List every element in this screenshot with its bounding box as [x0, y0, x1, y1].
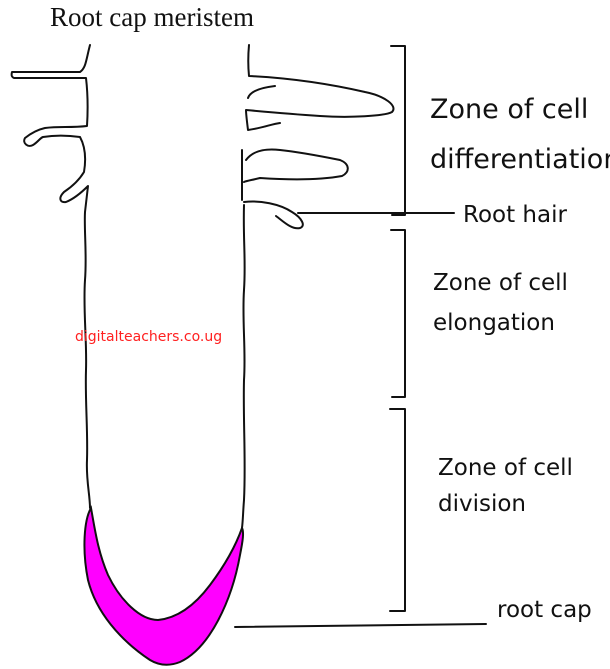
label-zone-differentiation-line1: Zone of cell [430, 94, 588, 125]
bracket-division [390, 409, 405, 611]
root-cap-shape [84, 508, 243, 665]
bracket-differentiation [391, 46, 405, 215]
bracket-elongation [391, 230, 405, 397]
label-root-cap: root cap [497, 597, 592, 623]
label-zone-elongation-line1: Zone of cell [433, 270, 568, 296]
diagram-title: Root cap meristem [50, 2, 254, 33]
watermark-text: digitalteachers.co.ug [75, 329, 222, 345]
label-zone-differentiation-line2: differentiation [430, 144, 610, 175]
label-zone-division-line2: division [438, 491, 526, 517]
label-zone-elongation-line2: elongation [433, 310, 555, 336]
label-zone-division-line1: Zone of cell [438, 455, 573, 481]
root-left-wall [12, 45, 90, 508]
label-root-hair: Root hair [463, 202, 567, 228]
root-right-wall [242, 45, 393, 528]
root-cap-pointer [235, 624, 486, 627]
